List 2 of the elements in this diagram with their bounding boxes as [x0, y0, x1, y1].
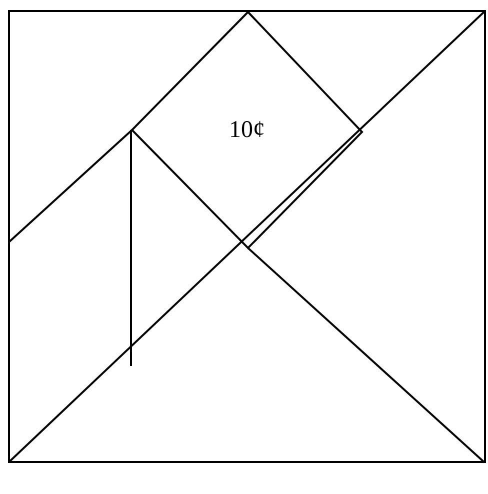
- square-piece: [130, 10, 364, 250]
- price-label: 10¢: [229, 118, 265, 142]
